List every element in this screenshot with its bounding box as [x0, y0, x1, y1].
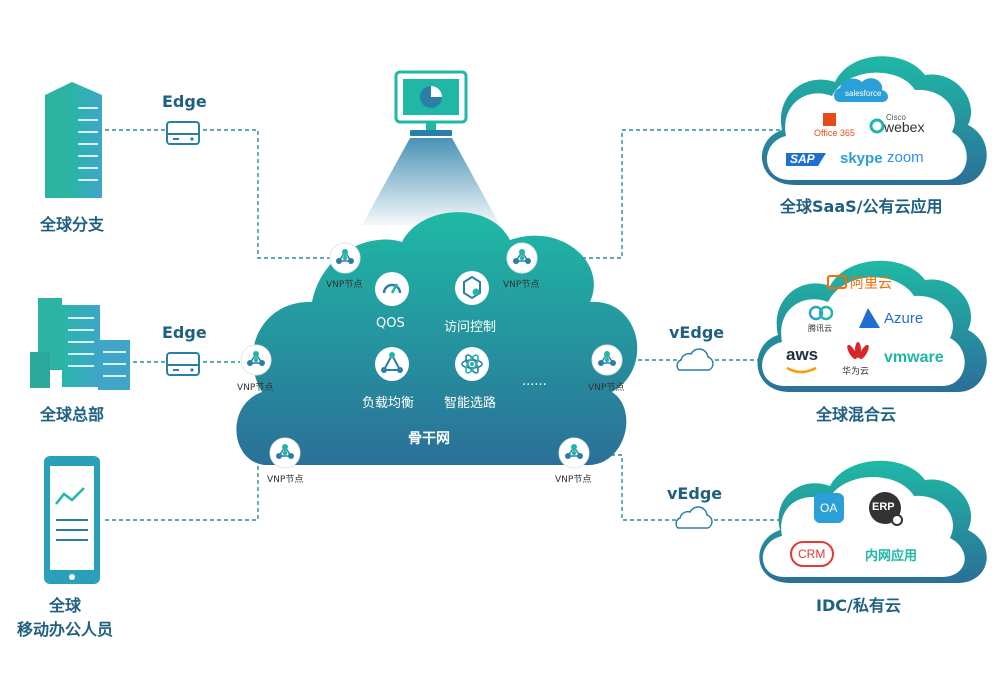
vmware-text: vmware [884, 349, 944, 366]
branch-label: 全球分支 [40, 215, 105, 234]
line-saas [540, 129, 780, 259]
access-control-label: 访问控制 [444, 320, 497, 335]
vedge-label: vEdge [667, 484, 723, 503]
vnp-node-icon [269, 437, 301, 469]
line-mobile [105, 454, 270, 521]
azure-logo [859, 308, 880, 328]
webex-text: webex [884, 119, 925, 135]
saas-cloud-label: 全球SaaS/公有云应用 [780, 197, 943, 216]
office365-text: Office 365 [814, 128, 855, 138]
vnp-node-icon [506, 242, 538, 274]
vedge-cloud-icon [675, 506, 713, 529]
load-balancing-icon [375, 347, 409, 381]
intranet-app-text: 内网应用 [865, 548, 918, 563]
vedge-label: vEdge [669, 323, 725, 342]
crm-text: CRM [798, 547, 826, 561]
sap-logo [786, 153, 826, 166]
vnp-node-label: VNP节点 [237, 383, 274, 393]
crm-icon [790, 541, 834, 567]
oa-icon [814, 493, 844, 523]
oa-text: OA [820, 501, 838, 515]
edge-device-icon [166, 121, 200, 145]
mobile-workers-label: 全球 移动办公人员 [16, 596, 113, 639]
smart-routing-label: 智能选路 [444, 396, 497, 411]
huawei-cloud-text: 华为云 [842, 366, 870, 376]
vnp-node-label: VNP节点 [588, 383, 625, 393]
azure-text: Azure [884, 310, 924, 327]
idc-cloud-label: IDC/私有云 [816, 596, 901, 615]
mobile-tablet-icon [44, 456, 100, 584]
monitor-dashboard-icon [362, 70, 500, 225]
vnp-node-label: VNP节点 [503, 280, 540, 290]
webex-logo [869, 118, 885, 134]
idc-cloud [759, 460, 987, 583]
access-control-icon [455, 271, 489, 305]
aliyun-text: 阿里云 [850, 275, 892, 291]
aliyun-logo [827, 275, 847, 289]
edge-label: Edge [162, 323, 207, 342]
vnp-node-label: VNP节点 [267, 475, 304, 485]
aws-smile-logo [786, 366, 817, 374]
vnp-node-label: VNP节点 [326, 280, 363, 290]
smart-routing-icon [455, 347, 489, 381]
load-balancing-label: 负载均衡 [362, 396, 415, 411]
huawei-cloud-logo [847, 342, 869, 360]
tencent-cloud-text: 腾讯云 [808, 324, 832, 333]
qos-icon [375, 272, 409, 306]
edge-device-icon [166, 352, 200, 376]
backbone-cloud [236, 212, 638, 466]
salesforce-text: salesforce [845, 89, 882, 98]
office365-logo [823, 113, 836, 126]
qos-label: QOS [376, 316, 405, 331]
sap-text: SAP [790, 152, 815, 166]
tencent-cloud-logo [808, 305, 834, 321]
hybrid-cloud-label: 全球混合云 [816, 405, 897, 424]
headquarters-buildings-icon [30, 298, 130, 390]
edge-label: Edge [162, 92, 207, 111]
office-tower-icon [45, 82, 102, 198]
erp-text: ERP [872, 501, 895, 513]
cisco-text: Cisco [886, 113, 907, 122]
more-features: ...... [522, 374, 547, 389]
vnp-node-icon [329, 242, 361, 274]
vnp-node-label: VNP节点 [555, 475, 592, 485]
vnp-node-icon [558, 437, 590, 469]
vnp-node-icon [591, 344, 623, 376]
line-branch [105, 129, 330, 259]
headquarters-label: 全球总部 [40, 405, 105, 424]
zoom-text: zoom [887, 149, 924, 166]
skype-text: skype [840, 150, 883, 167]
salesforce-logo [834, 78, 888, 102]
erp-gear-icon [891, 514, 903, 526]
backbone-label: 骨干网 [408, 431, 450, 447]
vnp-node-icon [240, 344, 272, 376]
vedge-cloud-icon [676, 348, 714, 371]
aws-text: aws [786, 345, 819, 364]
